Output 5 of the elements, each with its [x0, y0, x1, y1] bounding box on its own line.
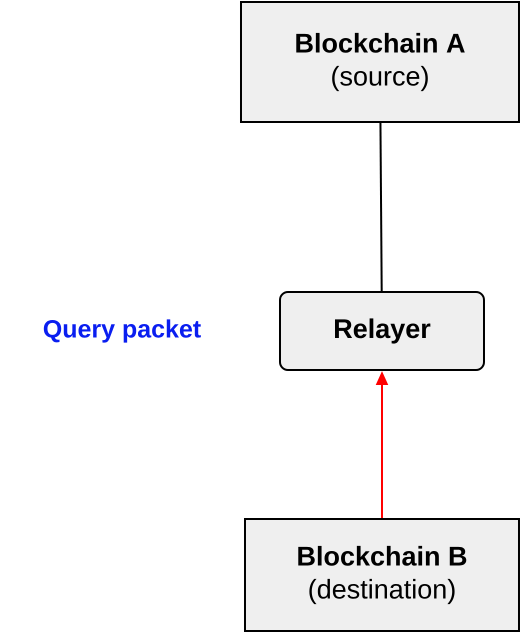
process-box: Blockchain A (source) [240, 1, 520, 123]
connector-line [379, 123, 383, 291]
process-box: Blockchain B (destination) [244, 518, 520, 632]
text-label: Query packet [44, 319, 201, 343]
process-box: Relayer [279, 291, 485, 371]
